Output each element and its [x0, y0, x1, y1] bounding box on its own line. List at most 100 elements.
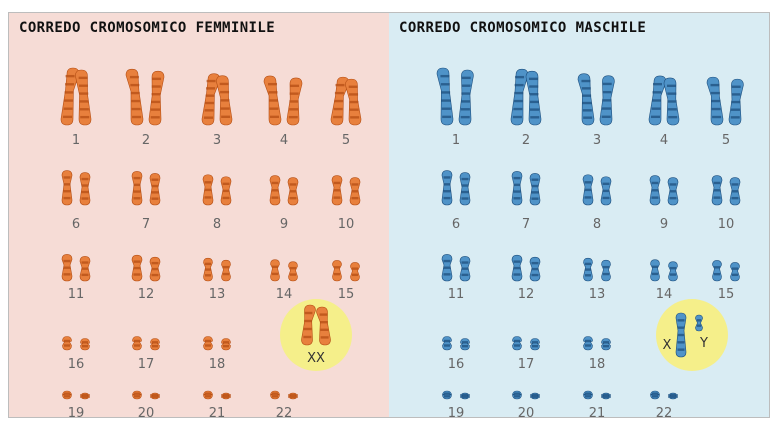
chromosome-20-b — [531, 393, 540, 399]
pair-number-label: 12 — [138, 287, 155, 302]
chromosome-9-a — [650, 176, 660, 205]
pair-number-label: 2 — [142, 133, 150, 148]
chromosome-2-b — [149, 71, 164, 125]
chromosome-1-a — [437, 68, 453, 125]
pair-number-label: 20 — [138, 406, 155, 417]
chromosome-16-a — [443, 337, 452, 351]
chromosome-6-b — [460, 173, 470, 205]
pair-number-label: 13 — [589, 287, 606, 302]
pair-number-label: 15 — [718, 287, 735, 302]
pair-number-label: 5 — [722, 133, 730, 148]
chromosome-18-b — [602, 339, 611, 351]
chromosome-9-a — [270, 176, 280, 205]
chromosome-22-a — [271, 391, 280, 399]
chromosome-3-b — [600, 76, 614, 125]
sex-chromosome-label: XX — [307, 351, 325, 366]
chromosome-19-a — [63, 391, 72, 399]
male-karyotype-panel: CORREDO CROMOSOMICO MASCHILE 12345678910… — [389, 13, 769, 417]
chromosome-22-b — [289, 393, 298, 399]
chromosome-6-a — [62, 171, 72, 205]
pair-number-label: 18 — [589, 357, 606, 372]
pair-number-label: 10 — [718, 217, 735, 232]
chromosome-12-b — [150, 257, 160, 281]
chromosome-21-a — [584, 391, 593, 399]
chromosome-8-a — [203, 175, 213, 205]
chromosome-12-a — [512, 255, 522, 281]
chromosome-10-b — [350, 178, 360, 205]
chromosome-21-b — [602, 393, 611, 399]
chromosome-16-a — [63, 337, 72, 351]
chromosome-18-b — [222, 339, 231, 351]
chromosome-1-b — [75, 70, 91, 125]
pair-number-label: 16 — [448, 357, 465, 372]
chromosome-14-b — [669, 262, 678, 281]
chromosome-6-b — [80, 173, 90, 205]
pair-number-label: 7 — [522, 217, 530, 232]
chromosome-x — [676, 313, 686, 357]
chromosome-21-b — [222, 393, 231, 399]
pair-number-label: 6 — [72, 217, 80, 232]
pair-number-label: 22 — [656, 406, 673, 417]
sex-chromosome-highlight — [656, 299, 728, 371]
chromosome-2-a — [511, 69, 528, 125]
chromosome-7-a — [512, 171, 522, 205]
chromosome-9-b — [288, 178, 298, 205]
pair-number-label: 9 — [660, 217, 668, 232]
chromosome-19-a — [443, 391, 452, 399]
pair-number-label: 18 — [209, 357, 226, 372]
pair-number-label: 17 — [138, 357, 155, 372]
pair-number-label: 11 — [448, 287, 465, 302]
chromosome-16-b — [81, 339, 90, 351]
pair-number-label: 21 — [209, 406, 226, 417]
chromosome-22-a — [651, 391, 660, 399]
chromosome-15-b — [731, 262, 740, 281]
pair-number-label: 2 — [522, 133, 530, 148]
chromosome-19-b — [81, 393, 90, 399]
chromosome-16-b — [461, 339, 470, 351]
chromosome-4-b — [287, 78, 302, 125]
chromosome-7-a — [132, 171, 142, 205]
chromosome-4-b — [664, 78, 679, 125]
pair-number-label: 16 — [68, 357, 85, 372]
chromosome-15-a — [713, 260, 722, 281]
chromosome-17-a — [133, 337, 142, 351]
chromosome-15-b — [351, 262, 360, 281]
chromosome-11-b — [80, 256, 90, 281]
pair-number-label: 8 — [213, 217, 221, 232]
chromosome-4-a — [649, 76, 666, 125]
pair-number-label: 4 — [660, 133, 668, 148]
chromosome-19-b — [461, 393, 470, 399]
chromosome-15-a — [333, 260, 342, 281]
chromosome-17-b — [531, 339, 540, 351]
chromosome-4-a — [264, 76, 281, 125]
pair-number-label: 1 — [452, 133, 460, 148]
pair-number-label: 11 — [68, 287, 85, 302]
chromosome-11-a — [442, 254, 452, 281]
chromosome-8-a — [583, 175, 593, 205]
chromosome-18-a — [204, 337, 213, 351]
chromosome-5-b — [345, 79, 361, 125]
chromosome-17-b — [151, 339, 160, 351]
chromosome-13-a — [204, 258, 213, 281]
chromosome-2-a — [126, 69, 143, 125]
chromosome-7-b — [150, 173, 160, 205]
female-karyotype-panel: CORREDO CROMOSOMICO FEMMINILE 1234567891… — [9, 13, 389, 417]
pair-number-label: 20 — [518, 406, 535, 417]
pair-number-label: 7 — [142, 217, 150, 232]
chromosome-13-a — [584, 258, 593, 281]
chromosome-10-a — [712, 176, 722, 205]
female-karyotype-drawing: 12345678910111213141516171819202122XX — [9, 13, 389, 417]
chromosome-11-a — [62, 254, 72, 281]
pair-number-label: 17 — [518, 357, 535, 372]
pair-number-label: 14 — [656, 287, 673, 302]
pair-number-label: 12 — [518, 287, 535, 302]
x-chromosome-label: X — [663, 338, 672, 353]
pair-number-label: 10 — [338, 217, 355, 232]
pair-number-label: 15 — [338, 287, 355, 302]
pair-number-label: 13 — [209, 287, 226, 302]
karyotype-figure: CORREDO CROMOSOMICO FEMMINILE 1234567891… — [8, 12, 770, 418]
chromosome-3-a — [578, 74, 594, 125]
pair-number-label: 14 — [276, 287, 293, 302]
chromosome-5-a — [707, 77, 723, 125]
chromosome-5-b — [729, 79, 743, 125]
